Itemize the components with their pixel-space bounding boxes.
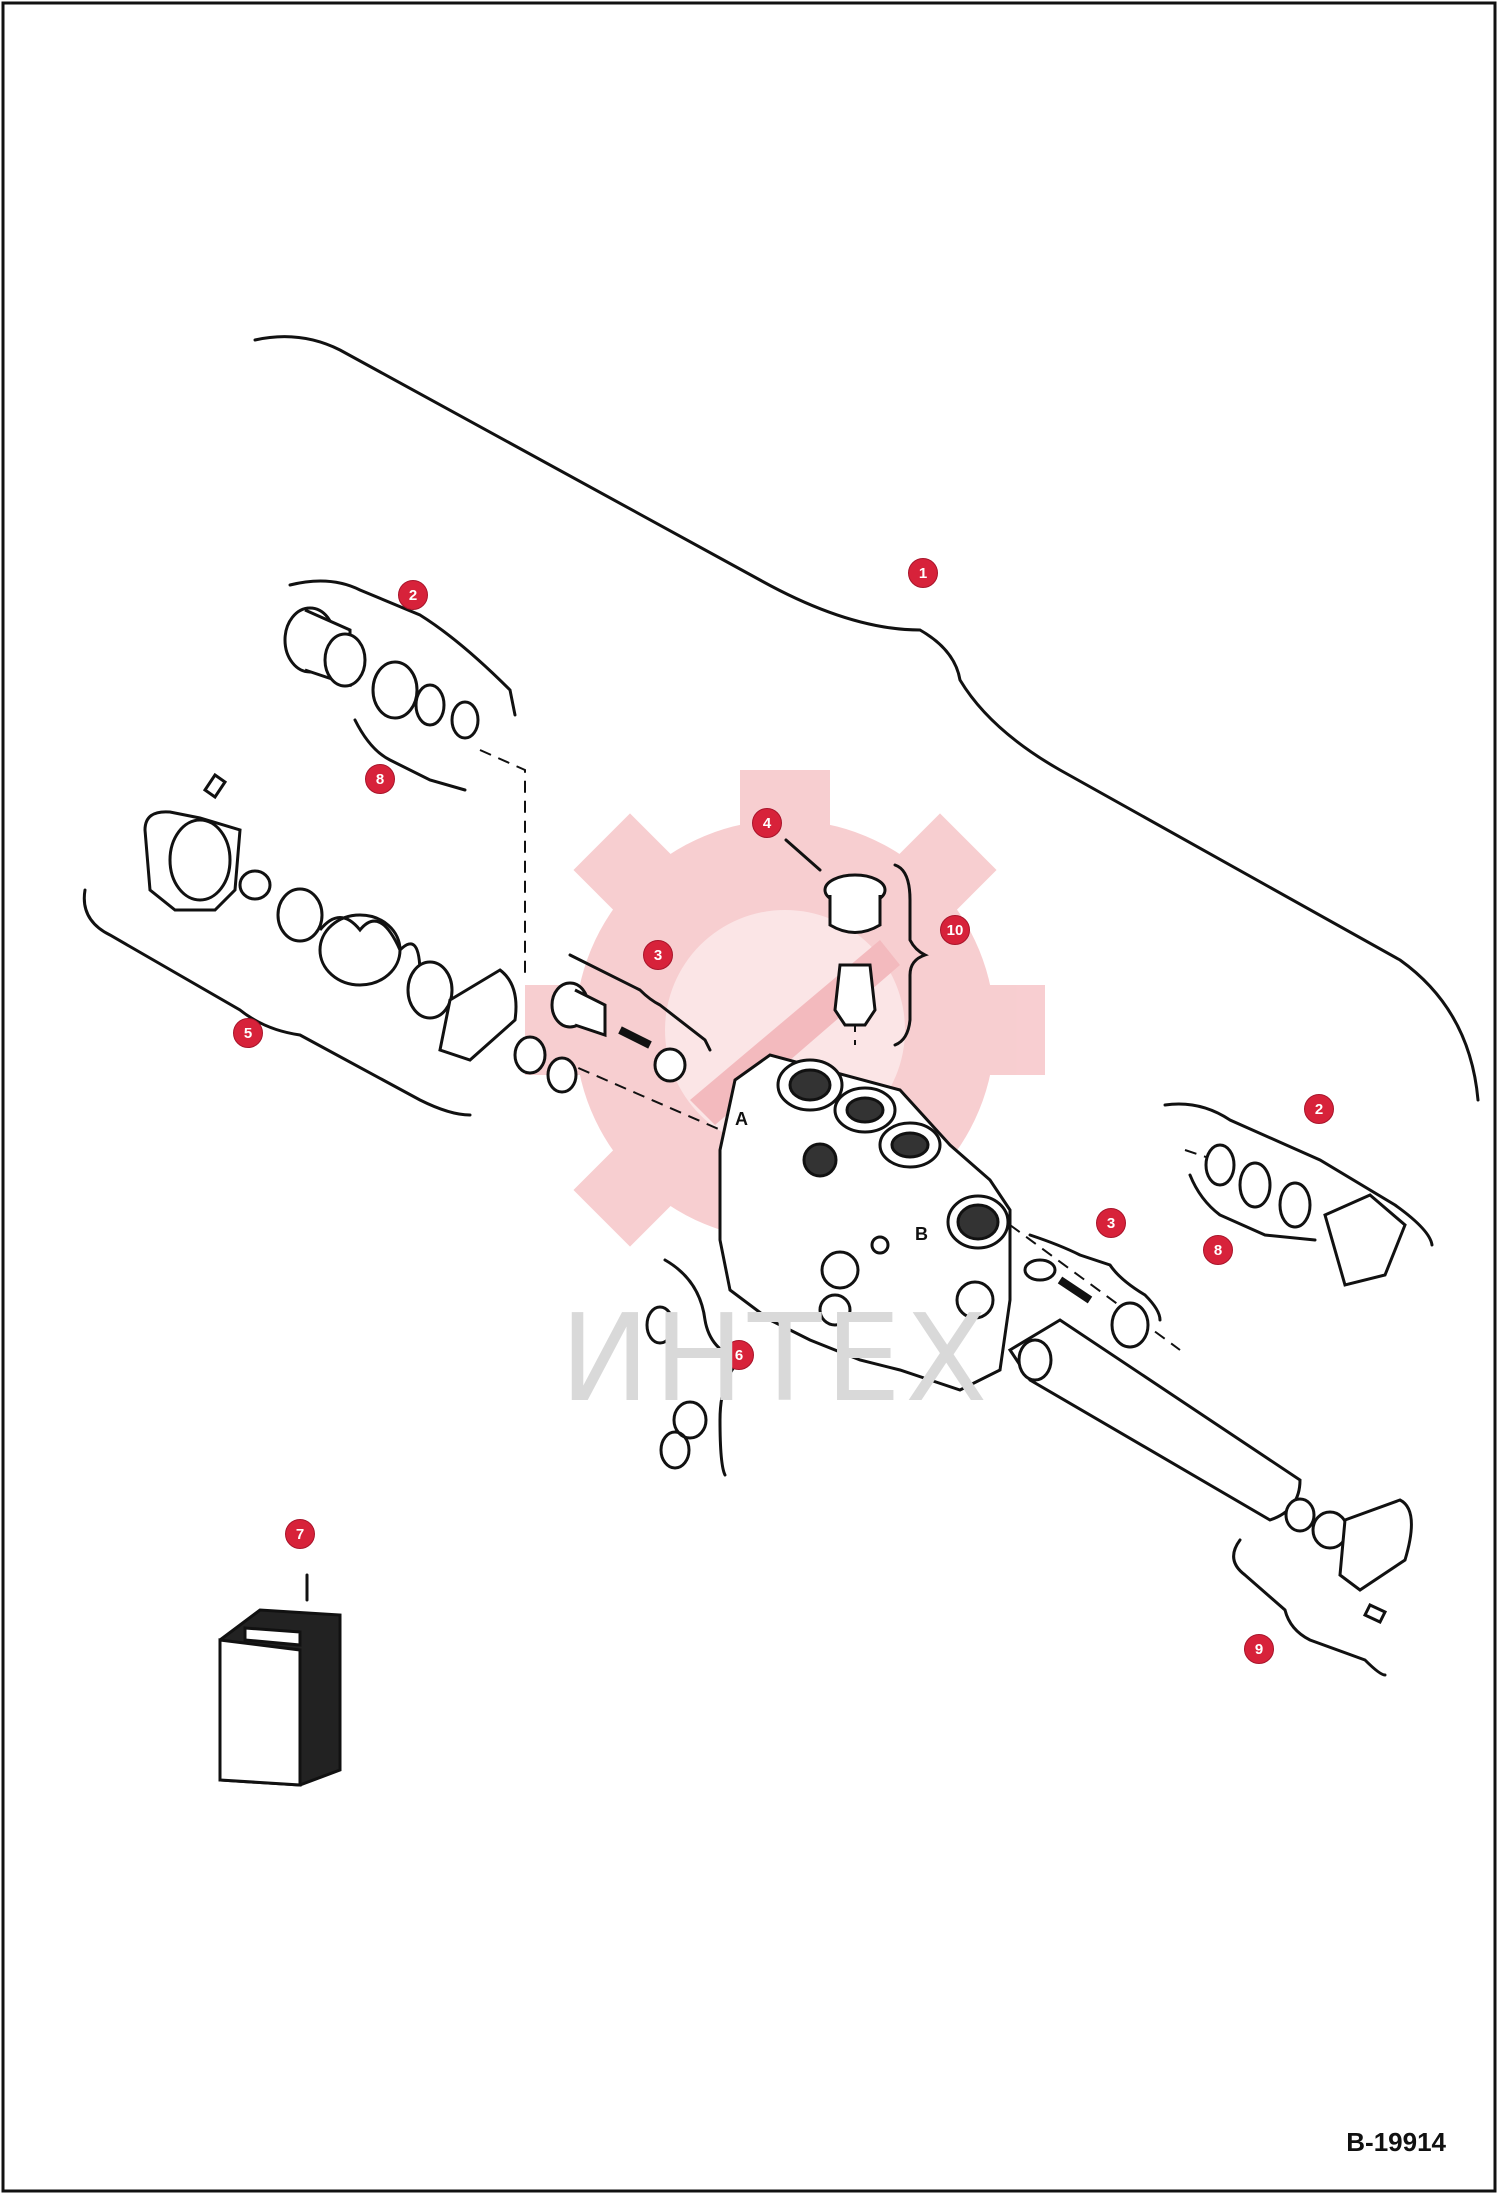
document-number: B-19914 — [1346, 2127, 1446, 2157]
right-relief-parts — [1023, 1143, 1407, 1349]
top-plug — [823, 873, 887, 1027]
bracket-9 — [1232, 1538, 1387, 1677]
bracket-3-left — [568, 953, 712, 1052]
bracket-2-left — [288, 579, 517, 717]
leader-4 — [784, 838, 822, 872]
callout-5[interactable]: 5 — [233, 1018, 263, 1048]
callout-8-left[interactable]: 8 — [365, 764, 395, 794]
axis-line-right — [1009, 1224, 1181, 1351]
o-rings-6 — [645, 1305, 708, 1470]
callout-8-right[interactable]: 8 — [1203, 1235, 1233, 1265]
callout-3-left[interactable]: 3 — [643, 940, 673, 970]
bracket-5 — [82, 888, 472, 1117]
callout-3-right[interactable]: 3 — [1096, 1208, 1126, 1238]
callout-2-left[interactable]: 2 — [398, 580, 428, 610]
callout-9[interactable]: 9 — [1244, 1634, 1274, 1664]
callout-2-right[interactable]: 2 — [1304, 1094, 1334, 1124]
bracket-3-right — [1028, 1233, 1162, 1322]
callout-1[interactable]: 1 — [908, 558, 938, 588]
spool-right — [1007, 1318, 1413, 1624]
axis-line-top — [479, 749, 526, 975]
spool-left — [550, 981, 687, 1083]
spring-cap-assembly — [143, 772, 578, 1094]
kit-box — [218, 1608, 342, 1787]
bracket-8-right — [1188, 1173, 1317, 1242]
svg-text:B: B — [915, 1224, 928, 1244]
watermark-text: ИНТЕХ — [560, 1290, 992, 1429]
valve-body: A B — [718, 1053, 1012, 1392]
callout-4[interactable]: 4 — [752, 808, 782, 838]
callout-6[interactable]: 6 — [724, 1340, 754, 1370]
bracket-1 — [253, 335, 1480, 1102]
bracket-2-right — [1163, 1102, 1434, 1247]
bracket-8-left — [353, 718, 467, 792]
plug-top-left — [283, 606, 480, 740]
svg-text:A: A — [735, 1109, 748, 1129]
callout-10[interactable]: 10 — [940, 915, 970, 945]
bracket-10 — [893, 863, 929, 1047]
callout-7[interactable]: 7 — [285, 1519, 315, 1549]
